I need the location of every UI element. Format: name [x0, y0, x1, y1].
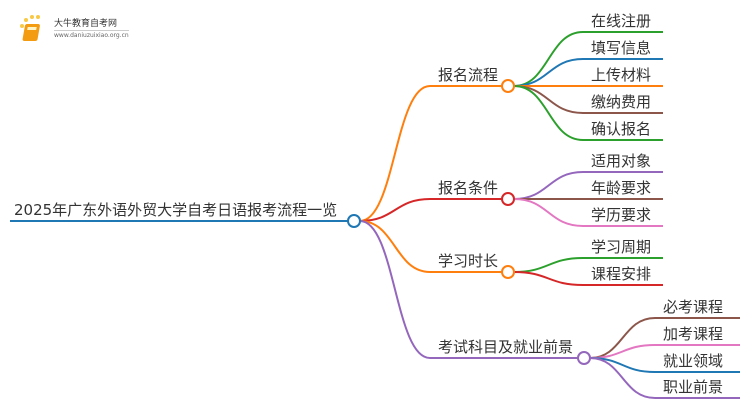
branch-node-circle: [501, 79, 515, 93]
leaf-label: 确认报名: [591, 120, 651, 138]
branch-label: 报名流程: [438, 66, 498, 84]
leaf-connector: [513, 85, 584, 141]
branch-connector: [359, 198, 431, 222]
leaf-label: 学习周期: [591, 238, 651, 256]
branch-node-circle: [501, 192, 515, 206]
leaf-label: 职业前景: [663, 378, 723, 396]
leaf-label: 课程安排: [591, 265, 651, 283]
leaf-connector: [513, 85, 584, 114]
root-node-circle: [347, 214, 361, 228]
leaf-label: 适用对象: [591, 152, 651, 170]
branch-node-circle: [577, 351, 591, 365]
branch-label: 报名条件: [438, 179, 498, 197]
leaf-label: 缴纳费用: [591, 93, 651, 111]
leaf-connector: [513, 171, 584, 200]
leaf-label: 必考课程: [663, 298, 723, 316]
leaf-label: 在线注册: [591, 12, 651, 30]
leaf-connector: [513, 31, 584, 87]
branch-connector: [359, 220, 431, 359]
leaf-connector: [513, 257, 584, 273]
leaf-label: 年龄要求: [591, 179, 651, 197]
leaf-connector: [589, 357, 656, 399]
branch-label: 考试科目及就业前景: [438, 338, 573, 356]
branch-node-circle: [501, 265, 515, 279]
branch-connector: [359, 85, 431, 222]
logo-title: 大牛教育自考网: [54, 18, 118, 29]
branch-label: 学习时长: [438, 252, 498, 270]
leaf-label: 就业领域: [663, 352, 723, 370]
leaf-label: 填写信息: [591, 39, 651, 57]
leaf-label: 上传材料: [591, 66, 651, 84]
root-label: 2025年广东外语外贸大学自考日语报考流程一览: [14, 201, 337, 219]
leaf-connector: [513, 58, 584, 87]
logo: 大牛教育自考网 www.daniuzuixiao.org.cn: [18, 14, 129, 44]
branch-connector: [359, 220, 431, 273]
leaf-connector: [513, 198, 584, 227]
logo-url: www.daniuzuixiao.org.cn: [54, 29, 129, 39]
leaf-label: 加考课程: [663, 325, 723, 343]
leaf-connector: [513, 271, 584, 286]
book-logo-icon: [20, 15, 40, 41]
leaf-label: 学历要求: [591, 206, 651, 224]
